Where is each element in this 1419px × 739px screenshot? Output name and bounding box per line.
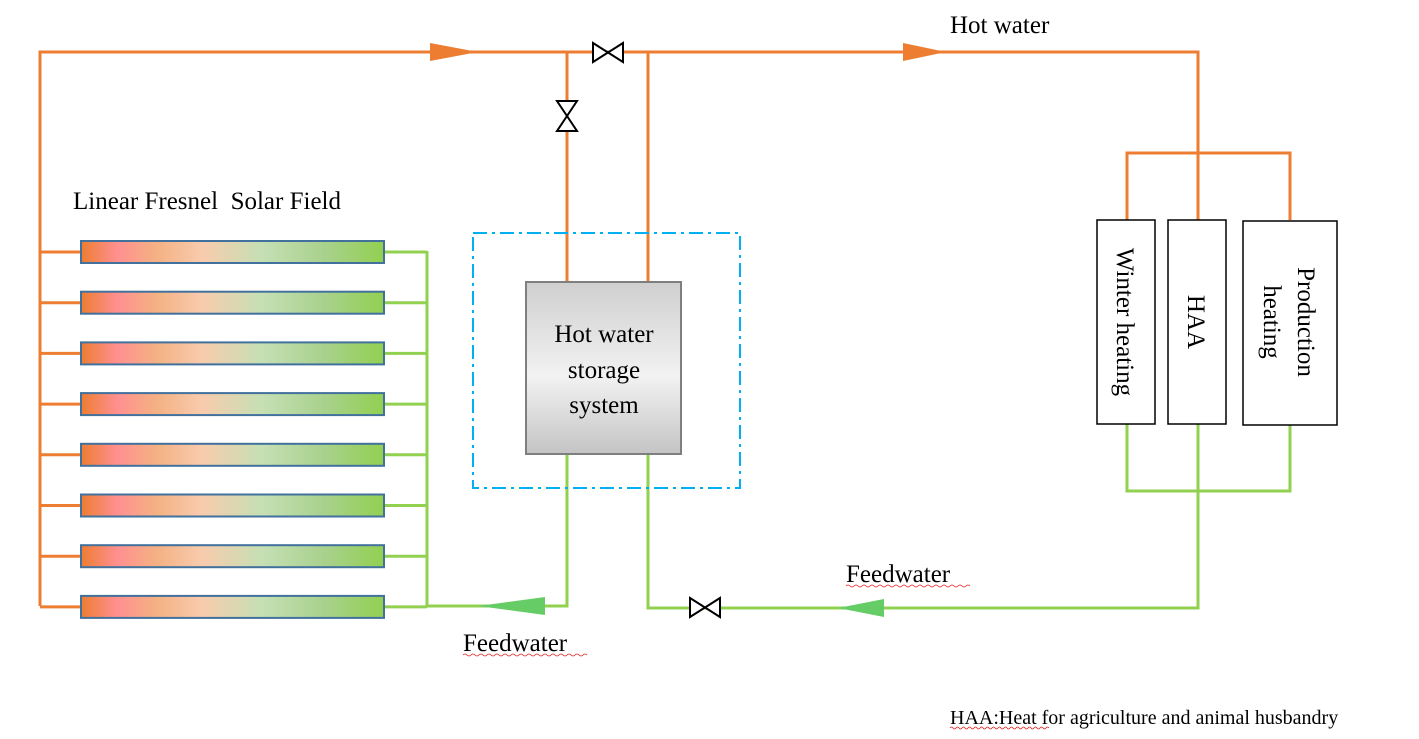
haa-box[interactable]	[1167, 219, 1227, 425]
hot-water-label: Hot water	[950, 12, 1050, 39]
valve-icon[interactable]	[592, 41, 624, 64]
collector-inlet-pipes	[40, 250, 81, 609]
valve-icon[interactable]	[555, 100, 579, 132]
valve-icon[interactable]	[689, 596, 721, 619]
solar-collector[interactable]	[80, 493, 385, 518]
storage-label-line2: storage	[568, 357, 640, 384]
spellcheck-underline	[462, 653, 588, 657]
winter-heating-label: Winter heating	[1111, 248, 1138, 397]
hot-flow-arrow-1	[430, 43, 478, 61]
solar-collector[interactable]	[80, 290, 385, 315]
linear-fresnel-solar-field	[80, 240, 385, 619]
feedwater-label-right: Feedwater	[846, 561, 951, 588]
production-heating-label-1: Production	[1292, 267, 1319, 377]
hot-consumer-header	[1125, 151, 1292, 220]
solar-collector[interactable]	[80, 442, 385, 467]
hot-flow-arrow-2	[903, 43, 946, 61]
storage-system-boundary	[472, 232, 741, 489]
spellcheck-underline	[949, 726, 1050, 730]
haa-label: HAA	[1182, 295, 1209, 349]
storage-label-line3: system	[569, 392, 639, 419]
feedwater-pipes	[425, 251, 1292, 610]
cold-consumer-header	[1125, 424, 1292, 493]
solar-field-title: Linear Fresnel Solar Field	[73, 188, 341, 215]
feedwater-arrow-left	[478, 597, 545, 615]
feedwater-arrow-right	[838, 599, 884, 617]
spellcheck-underline	[845, 584, 971, 588]
solar-collector[interactable]	[80, 594, 385, 619]
feedwater-return-line	[646, 452, 1200, 610]
production-heating-label-2: heating	[1258, 285, 1285, 359]
production-heating-box[interactable]	[1242, 220, 1338, 426]
footnote-haa-definition: HAA:Heat for agriculture and animal husb…	[950, 707, 1338, 729]
winter-heating-box[interactable]	[1096, 219, 1156, 425]
solar-collector[interactable]	[80, 240, 385, 264]
feedwater-from-storage	[427, 452, 569, 608]
solar-collector[interactable]	[80, 341, 385, 366]
collector-outlet-pipes	[384, 250, 427, 609]
solar-collector[interactable]	[80, 392, 385, 417]
storage-label-line1: Hot water	[554, 321, 654, 348]
feedwater-label-left: Feedwater	[463, 630, 568, 657]
solar-collector[interactable]	[80, 544, 385, 569]
hot-water-storage-tank[interactable]	[525, 281, 682, 455]
